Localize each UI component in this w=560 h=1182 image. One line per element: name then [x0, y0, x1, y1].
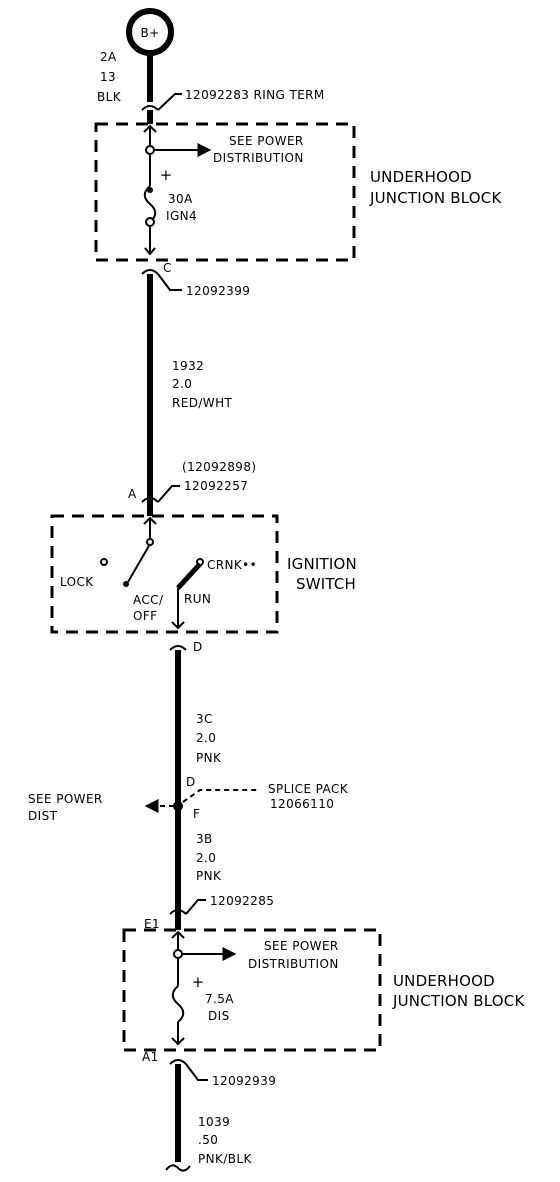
- svg-text:12092399: 12092399: [186, 284, 250, 298]
- splice-pack: D F SPLICE PACK 12066110 SEE POWER DIST: [28, 775, 349, 823]
- svg-text:(12092898): (12092898): [182, 460, 256, 474]
- wire-continuation-break: [165, 1164, 191, 1172]
- wire-3b-gauge: 2.0: [196, 851, 216, 865]
- wire-3b-circuit: 3B: [196, 832, 213, 846]
- connector-e1: E1 12092285: [144, 894, 274, 931]
- switch-blade: [127, 543, 151, 583]
- svg-text:DIS: DIS: [208, 1009, 230, 1023]
- connector-d-switch: D: [169, 640, 203, 654]
- wire-3c-color: PNK: [196, 751, 222, 765]
- battery-terminal: B+: [126, 8, 174, 56]
- svg-text:RUN: RUN: [184, 592, 211, 606]
- svg-text:LOCK: LOCK: [60, 575, 94, 589]
- fuse-7-5a-icon: [171, 985, 185, 1023]
- wire-3c-circuit: 3C: [196, 712, 213, 726]
- connector-a1: A1 12092939: [142, 1050, 276, 1088]
- wire-bottom-circuit: 1039: [198, 1115, 230, 1129]
- wire-top-gauge: 13: [100, 70, 116, 84]
- wire-top-circuit: 2A: [100, 50, 117, 64]
- ignition-switch-box: [50, 514, 279, 634]
- wire-3b-color: PNK: [196, 869, 222, 883]
- svg-text:F: F: [193, 807, 200, 821]
- junction-block-2-name-line2: JUNCTION BLOCK: [392, 992, 525, 1010]
- svg-text:SPLICE PACK: SPLICE PACK: [268, 782, 349, 796]
- ignition-switch-name-line2: SWITCH: [296, 575, 356, 593]
- svg-text:SEE POWER: SEE POWER: [28, 792, 103, 806]
- svg-text:IGN4: IGN4: [166, 209, 197, 223]
- lock-contact: [100, 558, 108, 566]
- connector-c: C 12092399: [141, 261, 250, 298]
- svg-text:D: D: [186, 775, 196, 789]
- svg-text:CRNK••: CRNK••: [207, 558, 257, 572]
- run-crank-contact: [176, 562, 202, 590]
- svg-text:12092283 RING TERM: 12092283 RING TERM: [185, 88, 325, 102]
- junction-block-2-name-line1: UNDERHOOD: [393, 972, 495, 990]
- wire-1932-gauge: 2.0: [172, 377, 192, 391]
- ignition-switch-internal: LOCK ACC/ OFF CRNK•• RUN: [60, 516, 257, 630]
- connector-ring-term: 12092283 RING TERM: [141, 88, 325, 111]
- svg-text:12092285: 12092285: [210, 894, 274, 908]
- svg-text:ACC/: ACC/: [133, 593, 164, 607]
- junction-block-1-box: [94, 122, 356, 262]
- svg-text:12066110: 12066110: [270, 797, 334, 811]
- svg-text:E1: E1: [144, 917, 160, 931]
- svg-text:A: A: [128, 487, 137, 501]
- wire-top-color: BLK: [97, 90, 122, 104]
- svg-text:C: C: [163, 261, 172, 275]
- svg-text:7.5A: 7.5A: [205, 992, 234, 1006]
- junction-block-1-internal: SEE POWER DISTRIBUTION + 30A IGN4: [143, 124, 304, 256]
- ignition-switch-name-line1: IGNITION: [287, 555, 357, 573]
- svg-text:DISTRIBUTION: DISTRIBUTION: [248, 957, 339, 971]
- junction-block-1-name-line2: JUNCTION BLOCK: [369, 189, 502, 207]
- svg-text:+: +: [192, 973, 205, 991]
- svg-text:SEE POWER: SEE POWER: [229, 134, 304, 148]
- svg-text:OFF: OFF: [133, 609, 157, 623]
- svg-text:D: D: [193, 640, 203, 654]
- wire-1932-color: RED/WHT: [172, 396, 232, 410]
- fuse-30a-icon: [143, 185, 157, 223]
- svg-text:DIST: DIST: [28, 809, 58, 823]
- wire-3c-gauge: 2.0: [196, 731, 216, 745]
- svg-text:A1: A1: [142, 1050, 159, 1064]
- junction-block-2-internal: SEE POWER DISTRIBUTION + 7.5A DIS: [171, 930, 339, 1046]
- svg-text:+: +: [160, 166, 173, 184]
- svg-text:30A: 30A: [168, 192, 193, 206]
- svg-text:12092257: 12092257: [184, 479, 248, 493]
- svg-text:12092939: 12092939: [212, 1074, 276, 1088]
- junction-block-1-name-line1: UNDERHOOD: [370, 168, 472, 186]
- wire-1932-circuit: 1932: [172, 359, 204, 373]
- battery-label: B+: [140, 26, 159, 40]
- connector-a: A (12092898) 12092257: [128, 460, 256, 503]
- wire-bottom-color: PNK/BLK: [198, 1152, 252, 1166]
- svg-text:DISTRIBUTION: DISTRIBUTION: [213, 151, 304, 165]
- svg-text:SEE POWER: SEE POWER: [264, 939, 339, 953]
- wire-bottom-gauge: .50: [198, 1133, 218, 1147]
- junction-block-2-box: [122, 928, 382, 1052]
